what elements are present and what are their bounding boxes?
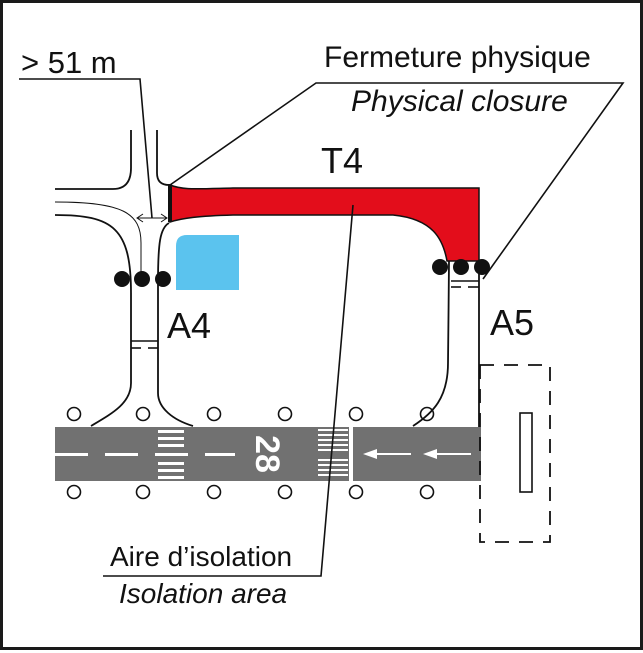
- isolation-label-en: Isolation area: [119, 578, 288, 609]
- critical-area-dashed: [479, 364, 551, 543]
- diagram-canvas: 28: [19, 78, 625, 577]
- displaced-threshold-arrows: [363, 449, 471, 459]
- localizer-antenna: [519, 412, 533, 493]
- taxiway-label-t4: T4: [321, 140, 364, 181]
- svg-text:28: 28: [248, 435, 286, 473]
- closure-label-fr: Fermeture physique: [324, 41, 591, 74]
- runway-designator-28: 28: [248, 435, 286, 473]
- isolation-area: [176, 235, 239, 290]
- touchdown-zone-marking: [158, 430, 184, 479]
- runway-centerline: [55, 453, 235, 456]
- leader-lines: [19, 78, 625, 577]
- closed-taxiway-t4: [169, 183, 480, 262]
- holding-position-a4: [131, 340, 158, 349]
- holding-position-a5: [451, 280, 479, 288]
- distance-label: > 51 m: [21, 45, 117, 80]
- taxiway-label-a5: A5: [490, 302, 535, 343]
- stop-bar-a5: [432, 259, 490, 275]
- taxiway-centerline-a4: [54, 201, 142, 273]
- stop-bar-a4: [114, 271, 171, 287]
- runway-edge-lights: [66, 406, 435, 500]
- closure-label-en: Physical closure: [351, 85, 568, 118]
- isolation-label-fr: Aire d’isolation: [110, 541, 293, 572]
- taxiway-label-a4: A4: [167, 305, 212, 346]
